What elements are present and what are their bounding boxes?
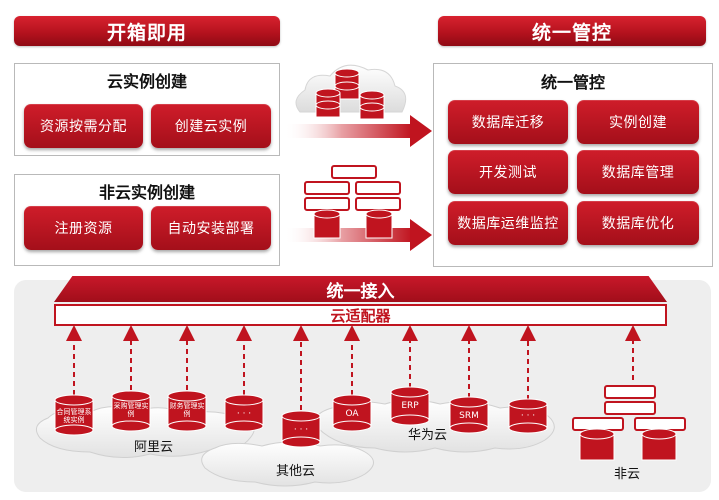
noncloud-servers-icon bbox=[572, 385, 686, 461]
register-resources-button[interactable]: 注册资源 bbox=[24, 206, 143, 250]
db-label-srm: SRM bbox=[459, 411, 479, 421]
db-optimize-button[interactable]: 数据库优化 bbox=[577, 201, 699, 245]
db-label-oa: OA bbox=[345, 409, 359, 419]
noncloud-instance-panel: 非云实例创建 注册资源 自动安装部署 bbox=[14, 174, 280, 266]
unified-control-title: 统一管控 bbox=[540, 73, 605, 92]
middle-illustrations bbox=[284, 64, 432, 251]
create-cloud-instance-button[interactable]: 创建云实例 bbox=[151, 104, 271, 148]
noncloud-label: 非云 bbox=[614, 467, 641, 482]
cloud-instance-panel: 云实例创建 资源按需分配 创建云实例 bbox=[14, 63, 280, 156]
allocate-resources-button[interactable]: 资源按需分配 bbox=[24, 104, 143, 148]
db-label-dots-1: · · · bbox=[236, 409, 252, 419]
cloud-instance-title: 云实例创建 bbox=[106, 72, 187, 91]
db-dots-2 bbox=[281, 410, 321, 448]
db-label-contract: 合同管理系统实例 bbox=[56, 408, 92, 424]
unified-control-panel: 统一管控 数据库迁移 实例创建 开发测试 数据库管理 数据库运维监控 数据库优化 bbox=[433, 63, 713, 267]
db-purchase bbox=[111, 390, 151, 432]
db-label-dots-3: · · · bbox=[520, 411, 536, 421]
db-contract bbox=[54, 394, 94, 436]
right-header: 统一管控 bbox=[438, 16, 706, 46]
server-database-icon bbox=[304, 165, 401, 239]
db-erp bbox=[390, 386, 430, 426]
dev-test-button[interactable]: 开发测试 bbox=[448, 150, 568, 194]
create-instance-button[interactable]: 实例创建 bbox=[577, 100, 699, 144]
db-oa bbox=[332, 394, 372, 432]
huawei-cloud-label: 华为云 bbox=[408, 428, 448, 443]
other-cloud-label: 其他云 bbox=[276, 464, 316, 479]
db-dots-3 bbox=[508, 398, 548, 434]
db-management-button[interactable]: 数据库管理 bbox=[577, 150, 699, 194]
db-dots-1 bbox=[224, 394, 264, 432]
cloud-adapter-bar: 云适配器 bbox=[54, 304, 667, 326]
dashed-arrows bbox=[66, 325, 641, 410]
cloud-database-icon bbox=[295, 64, 407, 120]
other-cloud bbox=[201, 441, 374, 487]
auto-install-button[interactable]: 自动安装部署 bbox=[151, 206, 271, 250]
left-header: 开箱即用 bbox=[14, 16, 280, 46]
aliyun-label: 阿里云 bbox=[134, 440, 174, 455]
db-label-finance: 财务管理实例 bbox=[169, 402, 205, 418]
db-label-purchase: 采购管理实例 bbox=[113, 402, 149, 418]
db-srm bbox=[449, 396, 489, 434]
db-ops-monitor-button[interactable]: 数据库运维监控 bbox=[448, 201, 568, 245]
db-label-dots-2: · · · bbox=[293, 425, 309, 435]
db-migration-button[interactable]: 数据库迁移 bbox=[448, 100, 568, 144]
noncloud-instance-title: 非云实例创建 bbox=[98, 183, 195, 202]
unified-access-bar: 统一接入 bbox=[54, 276, 667, 302]
db-finance bbox=[167, 390, 207, 432]
db-label-erp: ERP bbox=[401, 401, 419, 411]
flow-arrow-top bbox=[284, 115, 432, 147]
